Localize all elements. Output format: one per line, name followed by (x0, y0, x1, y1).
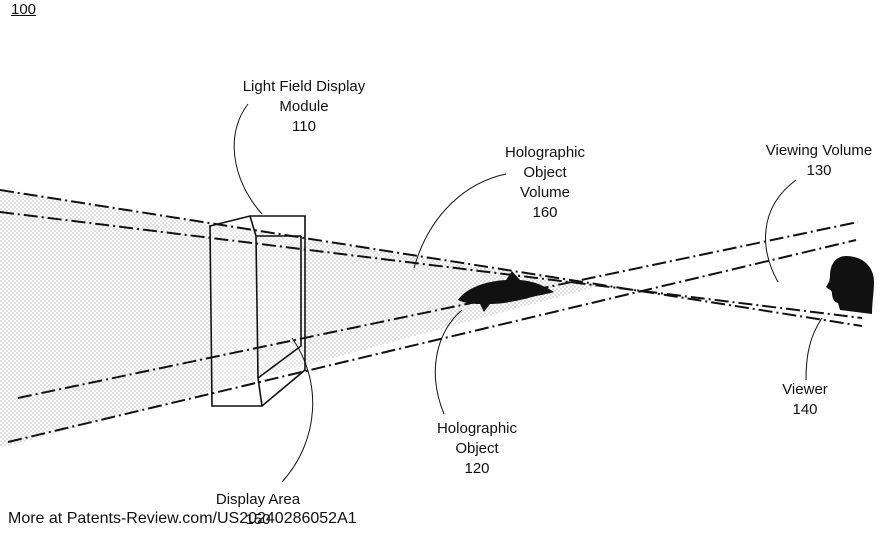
ho-line-3: 120 (464, 460, 490, 477)
dolphin-silhouette (458, 271, 554, 312)
viewer-line-1: Viewer (782, 381, 828, 398)
viewer-head-silhouette (826, 256, 874, 314)
da-line-2: 150 (245, 511, 271, 528)
holographic-volume-cone (0, 190, 600, 448)
cone-upper-inner-ray (0, 211, 863, 319)
ho-line-1: Holographic (436, 420, 518, 437)
lfd-line-2: Module (279, 98, 329, 115)
label-viewer: Viewer 140 (770, 380, 840, 420)
label-display-area: Display Area 150 (208, 490, 308, 530)
hov-line-3: Volume (519, 184, 571, 201)
lfd-line-3: 110 (292, 118, 316, 135)
ray-lines (0, 189, 863, 443)
label-viewing-volume: Viewing Volume 130 (756, 141, 880, 181)
label-holographic-object-volume: Holographic Object Volume 160 (495, 143, 595, 223)
cone-lower-inner-ray (17, 221, 859, 399)
figure-number: 100 (11, 1, 37, 18)
label-holographic-object: Holographic Object 120 (427, 419, 527, 479)
label-light-field-display-module: Light Field Display Module 110 (236, 77, 372, 137)
hov-line-1: Holographic (504, 144, 586, 161)
leader-holo-volume (413, 173, 507, 269)
hov-line-4: 160 (532, 204, 558, 221)
hov-line-2: Object (523, 164, 567, 181)
leader-lines (233, 103, 823, 483)
da-line-1: Display Area (215, 491, 301, 508)
vv-line-2: 130 (806, 162, 832, 179)
cone-upper-outer-ray (0, 189, 863, 327)
ho-line-2: Object (455, 440, 499, 457)
leader-viewer (805, 317, 823, 381)
source-footer-text: More at Patents-Review.com/US20240286052… (8, 510, 357, 527)
viewer-line-2: 140 (792, 401, 818, 418)
leader-lfd-module (233, 103, 263, 215)
cone-lower-outer-ray (7, 239, 857, 443)
leader-viewing-volume (765, 179, 797, 283)
leader-display-area (281, 337, 314, 483)
lfd-line-1: Light Field Display (242, 78, 366, 95)
vv-line-1: Viewing Volume (765, 142, 873, 159)
leader-holo-object (434, 309, 463, 415)
